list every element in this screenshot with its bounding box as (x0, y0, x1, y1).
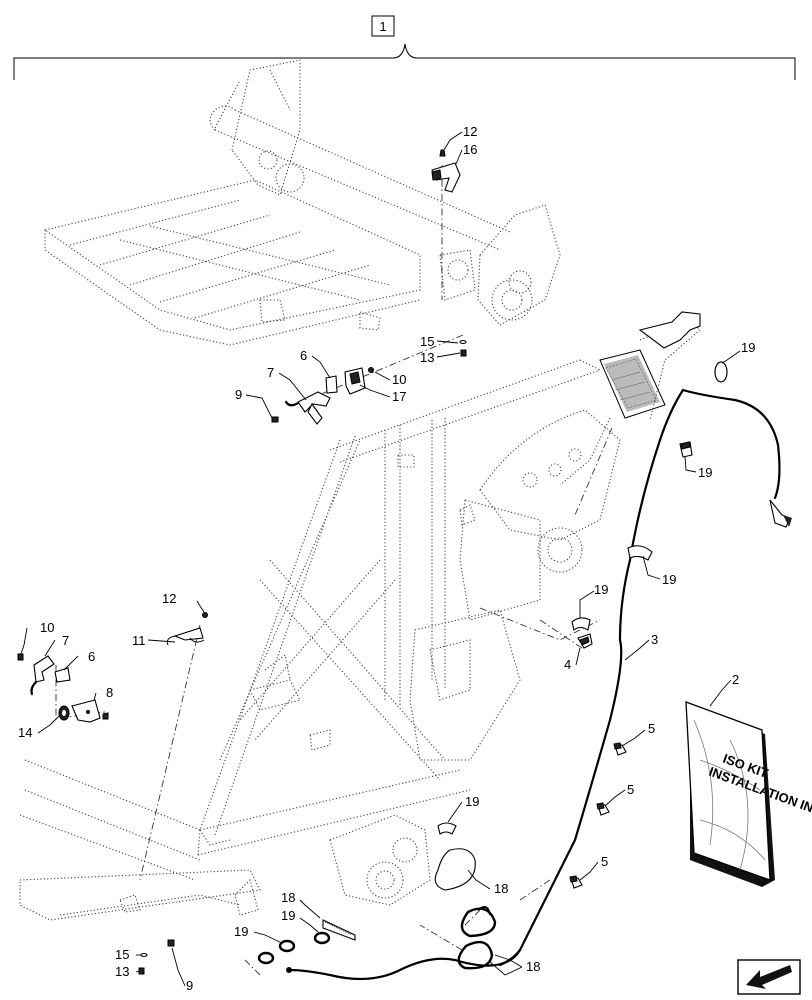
callout-2: 2 (732, 672, 739, 687)
callout-5: 5 (601, 854, 608, 869)
part-8-bracket (71, 699, 109, 723)
callout-19: 19 (281, 908, 295, 923)
part-15-washer-upper (459, 339, 467, 345)
part-10-screw-left (17, 653, 24, 661)
part-18-strap-top (477, 905, 491, 916)
part-6-plate-upper (325, 375, 338, 394)
callout-15: 15 (115, 947, 129, 962)
callout-19: 19 (594, 582, 608, 597)
callout-19: 19 (698, 465, 712, 480)
callout-8: 8 (106, 685, 113, 700)
callout-13: 13 (115, 964, 129, 979)
callout-9: 9 (235, 387, 242, 402)
part-5-tie-1 (613, 742, 627, 756)
wiring-harness (286, 361, 792, 981)
part-18-strap-mid (434, 848, 476, 891)
assembly-bracket: 1 (13, 15, 796, 80)
callout-17: 17 (392, 389, 406, 404)
part-16-clip-upper (431, 162, 461, 193)
callout-6: 6 (88, 649, 95, 664)
part-19-tie-right (679, 441, 693, 458)
callout-18: 18 (494, 881, 508, 896)
part-7-sensor-upper (284, 391, 331, 425)
alignment-lines (55, 165, 613, 976)
part-9-screw-upper (271, 416, 279, 423)
part-18-strap-low-b (457, 940, 494, 970)
part-14-bushing (58, 705, 70, 721)
callout-5: 5 (648, 721, 655, 736)
callout-12: 12 (162, 591, 176, 606)
feeder-frame-lower (19, 359, 621, 921)
callout-7: 7 (267, 365, 274, 380)
part-19-clip-bottom-1 (313, 931, 331, 945)
part-19-tie-lower (437, 822, 457, 835)
assembly-number: 1 (379, 19, 386, 34)
part-7-sensor-left (30, 655, 55, 696)
callout-18: 18 (281, 890, 295, 905)
part-11-clip-left (166, 627, 205, 646)
callout-19: 19 (234, 924, 248, 939)
callout-10: 10 (392, 372, 406, 387)
callout-16: 16 (463, 142, 477, 157)
part-12-screw-left (202, 612, 208, 618)
part-15-washer-lower (140, 952, 148, 958)
part-12-screw-upper (439, 149, 446, 157)
callout-7: 7 (62, 633, 69, 648)
callout-4: 4 (564, 657, 571, 672)
part-4-bolt (577, 633, 593, 649)
part-9-screw-lower (167, 939, 175, 947)
callout-3: 3 (651, 632, 658, 647)
part-13-nut-upper (460, 349, 467, 357)
callout-14: 14 (18, 725, 32, 740)
callout-11: 11 (132, 633, 146, 648)
callout-19: 19 (465, 794, 479, 809)
part-5-tie-3 (569, 875, 583, 889)
callout-10: 10 (40, 620, 54, 635)
part-6-plate-left (54, 667, 71, 683)
part-19-clip-gearbox (571, 617, 591, 631)
part-19-clip-mid (627, 545, 653, 561)
arrow-next-icon[interactable] (737, 959, 801, 995)
part-13-nut-lower (138, 967, 145, 975)
part-10-screw-upper (368, 367, 374, 373)
part-19-clip-bottom-2 (278, 939, 296, 953)
callout-5: 5 (627, 782, 634, 797)
callout-19: 19 (662, 572, 676, 587)
part-17-bracket (344, 367, 366, 395)
leader-lines (20, 131, 741, 987)
part-19-clip-bottom-3 (257, 951, 275, 965)
part-18-strap-upper (322, 919, 356, 941)
callout-12: 12 (463, 124, 477, 139)
part-18-strap-low-a (460, 907, 497, 938)
callout-19: 19 (741, 340, 755, 355)
part-5-tie-2 (596, 802, 610, 816)
callout-9: 9 (186, 978, 193, 993)
callout-15: 15 (420, 334, 434, 349)
cab-mount-bracket (638, 311, 701, 349)
display-monitor (559, 319, 701, 486)
callout-6: 6 (300, 348, 307, 363)
instruction-manual: ISO KIT INSTALLATION INSTRUCTIONS (685, 701, 812, 887)
callout-labels: 12 16 15 13 6 7 9 10 17 19 19 19 19 3 4 … (18, 124, 755, 993)
callout-13: 13 (420, 350, 434, 365)
header-frame-upper (43, 59, 561, 346)
callout-18: 18 (526, 959, 540, 974)
